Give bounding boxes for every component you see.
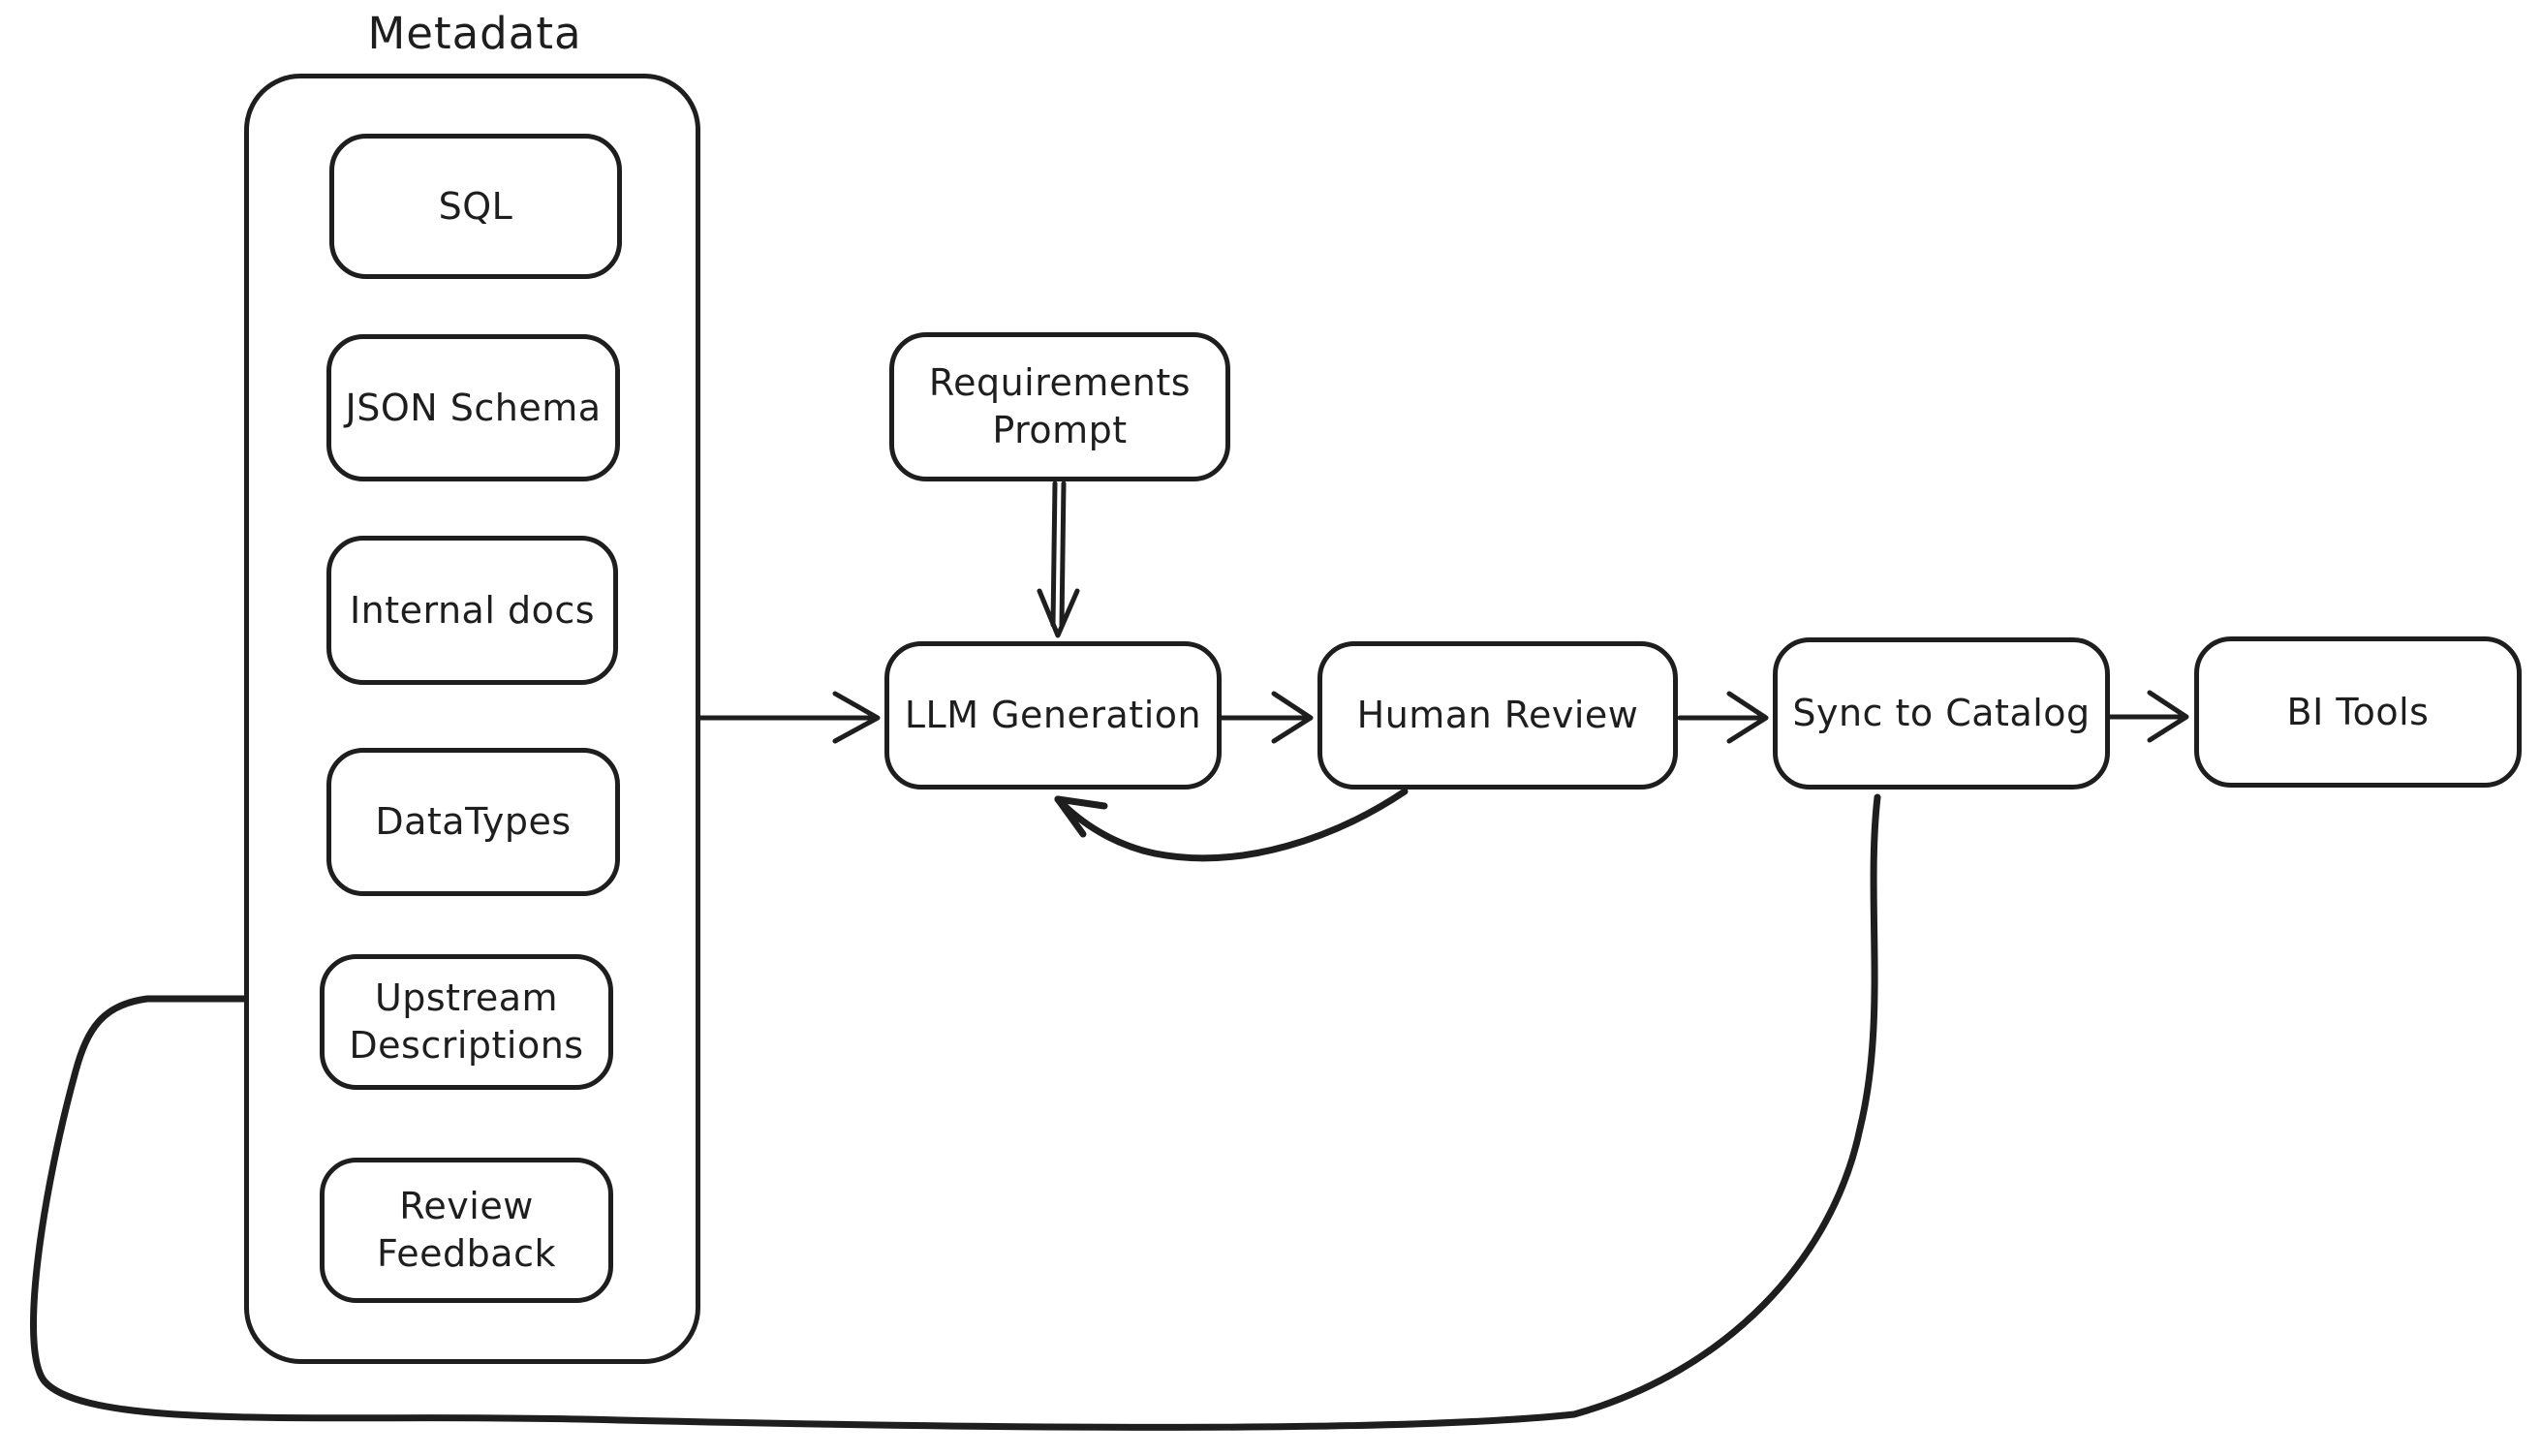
node-bi-tools-label: BI Tools — [2286, 690, 2430, 733]
edge-metadata-to-llm-generation — [697, 691, 881, 744]
edge-human-review-to-sync-to-catalog — [1677, 691, 1769, 744]
node-llm-generation-label: LLM Generation — [904, 694, 1202, 737]
metadata-item-datatypes: DataTypes — [326, 748, 620, 896]
metadata-item-internal-docs-label: Internal docs — [349, 588, 596, 632]
node-human-review-label: Human Review — [1356, 694, 1639, 737]
edge-sync-to-catalog-to-bi-tools — [2107, 690, 2189, 743]
node-sync-to-catalog-label: Sync to Catalog — [1792, 692, 2091, 735]
edge-requirements-prompt-to-llm-generation — [1037, 480, 1080, 638]
metadata-item-upstream-descriptions-label: Upstream Descriptions — [349, 976, 584, 1067]
metadata-item-sql: SQL — [329, 134, 622, 279]
metadata-item-datatypes-label: DataTypes — [375, 800, 572, 844]
node-requirements-prompt-label: Requirements Prompt — [928, 361, 1192, 451]
metadata-item-sql-label: SQL — [438, 184, 513, 228]
metadata-group-title: Metadata — [367, 8, 582, 59]
node-llm-generation: LLM Generation — [884, 641, 1222, 790]
node-sync-to-catalog: Sync to Catalog — [1773, 637, 2110, 790]
metadata-item-review-feedback: Review Feedback — [320, 1158, 613, 1303]
node-requirements-prompt: Requirements Prompt — [889, 332, 1230, 481]
metadata-item-upstream-descriptions: Upstream Descriptions — [320, 954, 613, 1090]
metadata-item-review-feedback-label: Review Feedback — [377, 1185, 556, 1275]
node-human-review: Human Review — [1317, 641, 1678, 790]
edge-llm-generation-to-human-review — [1219, 691, 1314, 744]
metadata-item-internal-docs: Internal docs — [326, 536, 618, 685]
metadata-item-json-schema-label: JSON Schema — [345, 386, 602, 429]
metadata-group-container — [244, 74, 700, 1364]
metadata-item-json-schema: JSON Schema — [326, 334, 620, 481]
edge-human-review-feedback-to-llm-generation — [1054, 788, 1409, 862]
node-bi-tools: BI Tools — [2194, 636, 2522, 788]
